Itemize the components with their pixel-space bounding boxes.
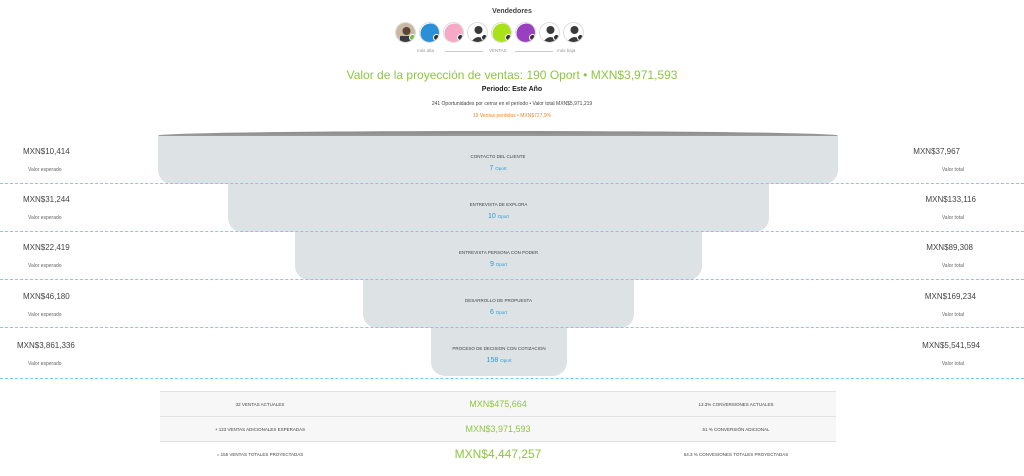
person-silhouette-icon[interactable]	[467, 22, 488, 43]
opportunities-summary: 241 Oportunidades por cerrar en el perío…	[431, 101, 593, 107]
projected-sales-value: MXN$4,447,257	[454, 447, 542, 461]
expected-value-label: Valor esperado	[28, 361, 62, 367]
expected-value: MXN$46,180	[23, 292, 70, 301]
stage-name: ENTREVISTA PERSONA CON PODER	[458, 250, 539, 255]
sellers-scale: más alta VENTAS más baja	[395, 48, 605, 58]
stage-name: DESARROLLO DE PROPUESTA	[465, 298, 532, 303]
expected-value: MXN$3,861,336	[17, 341, 75, 350]
total-value: MXN$133,116	[925, 195, 976, 204]
stage-divider	[0, 327, 1024, 328]
projected-conversion: 64.3 % CONVESIONES TOTALES PROYECTADAS	[683, 452, 789, 457]
current-conversion: 13.3% CONVERSIONES ACTUALES	[698, 402, 774, 407]
sales-label: VENTAS	[489, 48, 507, 53]
expected-value: MXN$10,414	[23, 147, 70, 156]
total-value: MXN$89,308	[926, 243, 973, 252]
total-value-label: Valor total	[941, 361, 964, 367]
current-sales-value: MXN$475,664	[469, 399, 527, 409]
stage-count[interactable]: 10 Oport	[487, 213, 509, 220]
blue-avatar-icon[interactable]	[419, 22, 440, 43]
highest-label: más alta	[417, 48, 435, 53]
total-value-label: Valor total	[941, 263, 964, 269]
funnel-stage-entrevista-explora[interactable]: ENTREVISTA DE EXPLORA 10 Oport	[228, 184, 769, 232]
green-avatar-icon[interactable]	[491, 22, 512, 43]
total-value-label: Valor total	[941, 312, 964, 318]
lowest-label: más baja	[557, 48, 576, 53]
stage-name: ENTREVISTA DE EXPLORA	[469, 202, 528, 207]
stage-count[interactable]: 6 Oport	[489, 309, 508, 316]
expected-value-label: Valor esperado	[28, 263, 62, 269]
stage-count[interactable]: 7 Oport	[489, 165, 507, 172]
additional-conversion: 51 % CONVERSIÓN ADICIONAL	[702, 427, 770, 432]
period-label: Periodo: Este Año	[481, 86, 543, 93]
expected-value-label: Valor esperado	[28, 215, 62, 221]
stage-divider	[0, 231, 1024, 232]
totals-row-current: 32 VENTAS ACTUALES MXN$475,664 13.3% CON…	[160, 391, 836, 416]
expected-value: MXN$22,419	[23, 243, 70, 252]
funnel-stage-entrevista-poder[interactable]: ENTREVISTA PERSONA CON PODER 9 Oport	[295, 232, 702, 280]
stage-count[interactable]: 158 Oport	[486, 357, 512, 364]
total-value: MXN$5,541,594	[922, 341, 980, 350]
current-sales-label: 32 VENTAS ACTUALES	[235, 402, 285, 407]
projection-title: Valor de la proyección de ventas: 190 Op…	[346, 68, 678, 82]
expected-value-label: Valor esperado	[28, 312, 62, 318]
expected-value: MXN$31,244	[23, 195, 70, 204]
pink-avatar-icon[interactable]	[443, 22, 464, 43]
person-silhouette-icon[interactable]	[563, 22, 584, 43]
stage-divider	[0, 183, 1024, 184]
stage-name: CONTACTO DEL CLIENTE	[470, 154, 526, 159]
total-value: MXN$37,967	[913, 147, 960, 156]
funnel-top-rim	[158, 131, 838, 140]
total-value-label: Valor total	[941, 167, 964, 173]
additional-sales-label: + 123 VENTAS ADICIONALES ESPERADAS	[214, 427, 306, 432]
funnel-stage-desarrollo[interactable]: DESARROLLO DE PROPUESTA 6 Oport	[363, 280, 634, 328]
sellers-avatar-row	[395, 22, 605, 46]
totals-row-projected: = 155 VENTAS TOTALES PROYECTADAS MXN$4,4…	[160, 441, 836, 466]
scale-line-left	[445, 51, 483, 52]
purple-avatar-icon[interactable]	[515, 22, 536, 43]
stage-divider	[0, 279, 1024, 280]
funnel-stage-contacto[interactable]: CONTACTO DEL CLIENTE 7 Oport	[158, 136, 838, 184]
stage-name: PROCESO DE DECISION CON COTIZACION	[452, 346, 546, 351]
sellers-title: Vendedores	[492, 8, 532, 15]
person-silhouette-icon[interactable]	[539, 22, 560, 43]
stage-divider	[0, 378, 1024, 379]
scale-line-right	[515, 51, 553, 52]
lost-sales-summary: 19 Ventas perdidas • MXN$727,9%	[472, 113, 552, 119]
funnel-stage-decision[interactable]: PROCESO DE DECISION CON COTIZACION 158 O…	[431, 328, 567, 376]
stage-count[interactable]: 9 Oport	[489, 261, 508, 268]
totals-row-additional: + 123 VENTAS ADICIONALES ESPERADAS MXN$3…	[160, 416, 836, 441]
expected-value-label: Valor esperado	[28, 167, 62, 173]
projected-sales-label: = 155 VENTAS TOTALES PROYECTADAS	[216, 452, 304, 457]
photo-avatar-icon[interactable]	[395, 22, 416, 43]
total-value: MXN$169,234	[924, 292, 976, 301]
additional-sales-value: MXN$3,971,593	[465, 424, 531, 434]
total-value-label: Valor total	[941, 215, 964, 221]
